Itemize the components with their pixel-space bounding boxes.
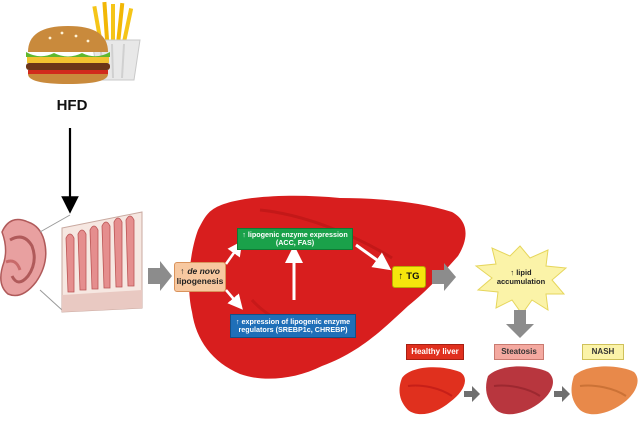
enzyme-line1: ↑ lipogenic enzyme expression — [242, 229, 348, 239]
regulators-line1: ↑ expression of lipogenic enzyme — [235, 316, 351, 326]
lipid-line1: ↑ lipid — [510, 268, 532, 278]
enzyme-line2: (ACC, FAS) — [275, 238, 315, 247]
burger-fries-icon — [26, 1, 141, 84]
de-novo-text: de novo — [187, 266, 220, 277]
steatosis-label: Steatosis — [494, 344, 544, 360]
lipid-line2: accumulation — [496, 277, 546, 286]
arrow-to-enzyme — [224, 240, 243, 265]
regulators-box: ↑ expression of lipogenic enzyme regulat… — [230, 314, 356, 338]
healthy-liver-label: Healthy liver — [406, 344, 464, 360]
burger-icon — [26, 26, 110, 84]
regulators-line2: regulators (SREBP1c, CHREBP) — [238, 325, 348, 334]
grey-arrow-down — [506, 310, 534, 338]
de-novo-lipogenesis-box: ↑de novo lipogenesis — [174, 262, 226, 292]
grey-arrow-intestine — [148, 261, 172, 291]
liver-fold — [259, 208, 393, 260]
intestine-icon — [0, 211, 143, 313]
lipogenic-enzyme-box: ↑ lipogenic enzyme expression (ACC, FAS) — [237, 228, 353, 250]
lipid-accumulation-label: ↑ lipid accumulation — [492, 266, 550, 290]
tg-arrow: ↑ — [398, 270, 404, 282]
arrow-to-regulators — [225, 289, 243, 310]
grey-arrow-small — [464, 386, 480, 402]
tg-box: ↑TG — [392, 266, 426, 288]
arrow-enzyme-to-tg — [355, 243, 392, 271]
tg-text: TG — [406, 270, 420, 282]
grey-arrow-small — [554, 386, 570, 402]
lipogenesis-text: lipogenesis — [176, 276, 224, 286]
healthy-liver-icon — [399, 367, 465, 415]
nash-liver-icon — [571, 366, 638, 415]
up-arrow: ↑ — [180, 266, 185, 277]
nash-label: NASH — [582, 344, 624, 360]
steatosis-liver-icon — [486, 366, 553, 415]
hfd-label: HFD — [56, 97, 88, 115]
grey-arrow-tg — [432, 263, 456, 291]
